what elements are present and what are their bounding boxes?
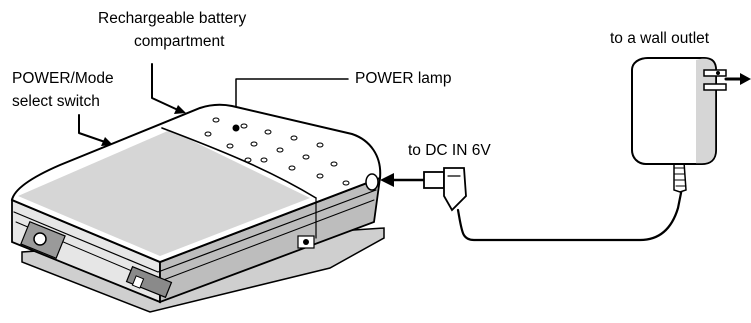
power-cable xyxy=(456,186,684,242)
battery-leader-arrow xyxy=(151,63,186,114)
ac-adapter xyxy=(631,57,727,193)
power-lamp xyxy=(232,124,240,132)
battery-compartment-label-line1: Rechargeable battery xyxy=(98,10,246,27)
wall-outlet-arrow xyxy=(724,73,751,85)
charger-unit xyxy=(10,103,385,313)
battery-compartment-label-line2: compartment xyxy=(134,33,225,50)
power-switch-leader-arrow xyxy=(78,114,113,146)
wall-outlet-label: to a wall outlet xyxy=(610,30,710,47)
dc-plug xyxy=(423,167,467,212)
power-mode-switch-label-line2: select switch xyxy=(12,93,100,110)
top-vents xyxy=(204,117,350,186)
dc-in-label: to DC IN 6V xyxy=(408,142,491,159)
power-mode-switch-label-line1: POWER/Mode xyxy=(12,70,114,87)
dc-in-jack xyxy=(365,173,379,191)
power-mode-switch xyxy=(125,265,173,299)
power-lamp-label: POWER lamp xyxy=(355,70,451,87)
